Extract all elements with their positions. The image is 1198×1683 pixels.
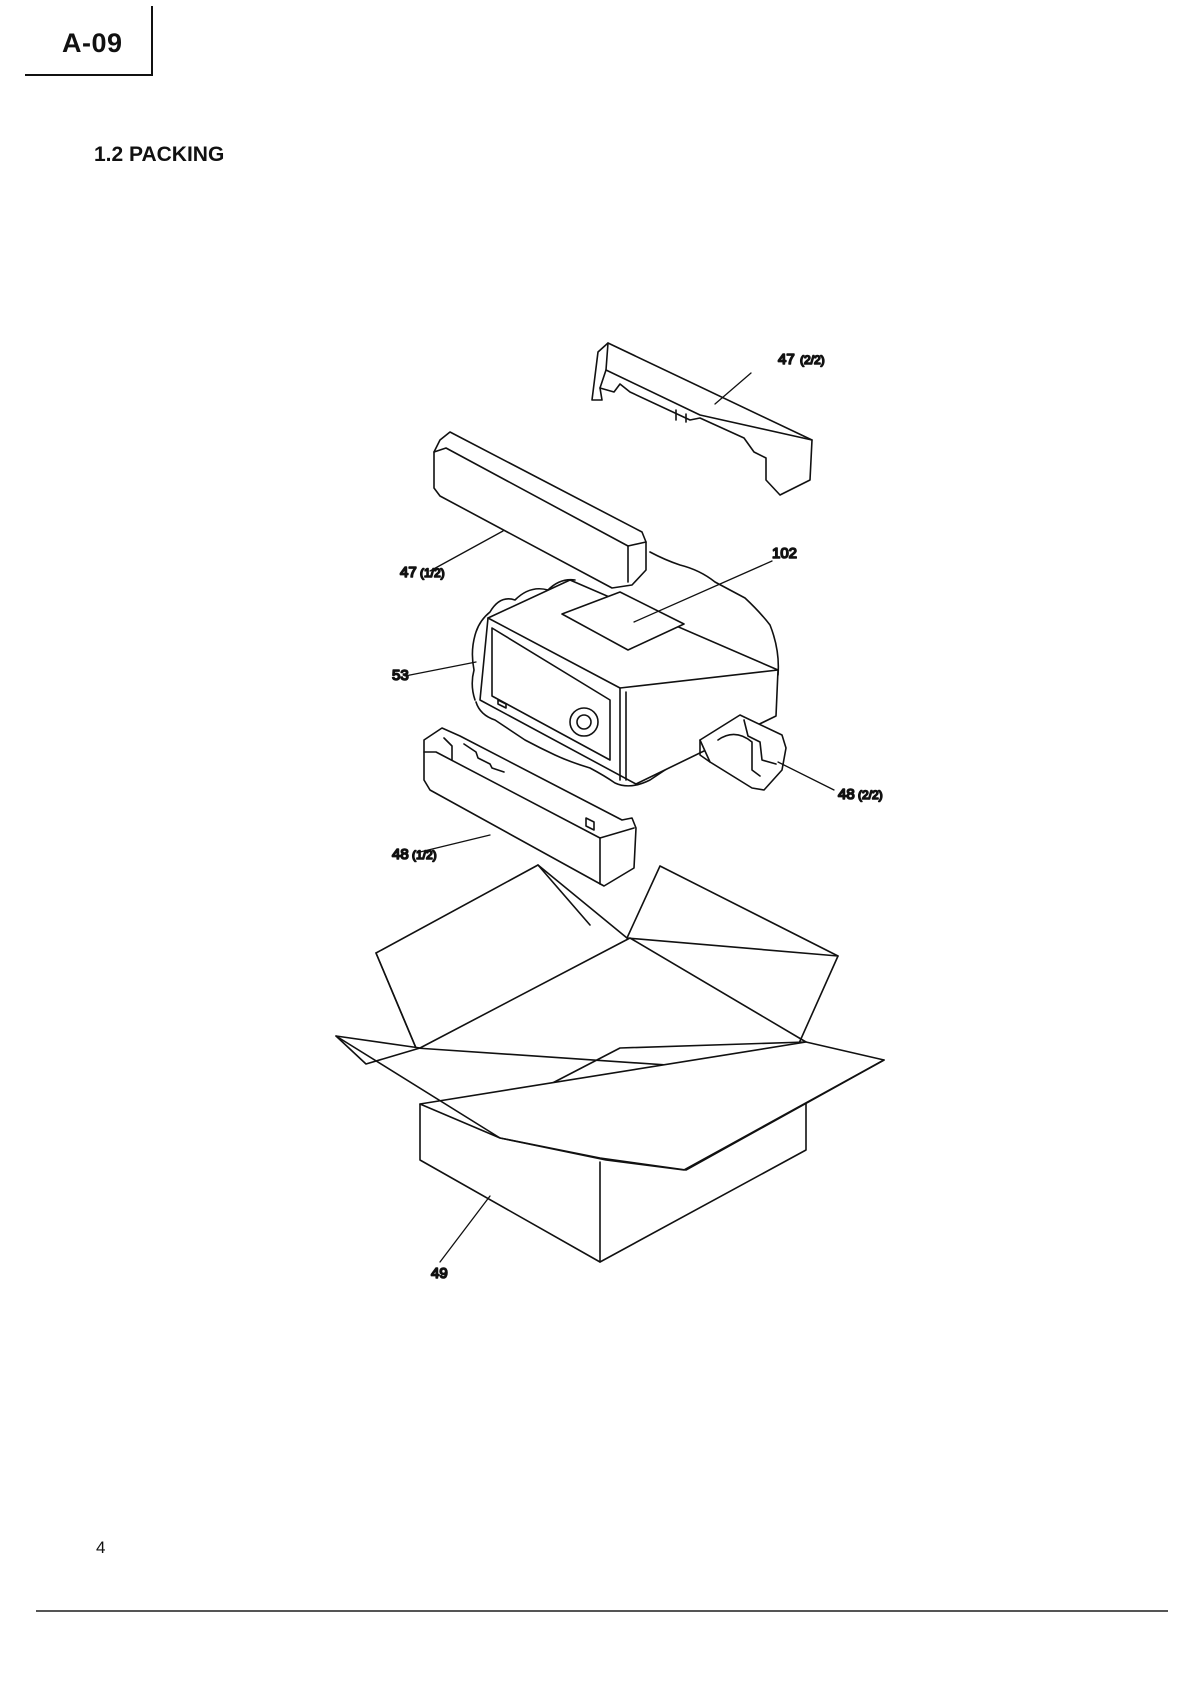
carton-49 — [336, 865, 884, 1262]
callout-53: 53 — [392, 667, 409, 684]
callout-48-1of2-number: 48 — [392, 846, 409, 863]
callout-48-2of2-fraction: (2/2) — [858, 788, 883, 802]
callout-47-1of2-number: 47 — [400, 564, 417, 581]
callout-49: 49 — [431, 1265, 448, 1282]
callout-47-2of2-fraction: (2/2) — [800, 353, 825, 367]
callout-102: 102 — [772, 545, 797, 562]
footer-rule — [36, 1610, 1168, 1612]
foam-bar-47-1of2 — [434, 432, 646, 588]
page-number: 4 — [96, 1538, 105, 1558]
callout-47-1of2-fraction: (1/2) — [420, 566, 445, 580]
callout-48-1of2-fraction: (1/2) — [412, 848, 437, 862]
callout-47-2of2-number: 47 — [778, 351, 795, 368]
callout-48-2of2-number: 48 — [838, 786, 855, 803]
